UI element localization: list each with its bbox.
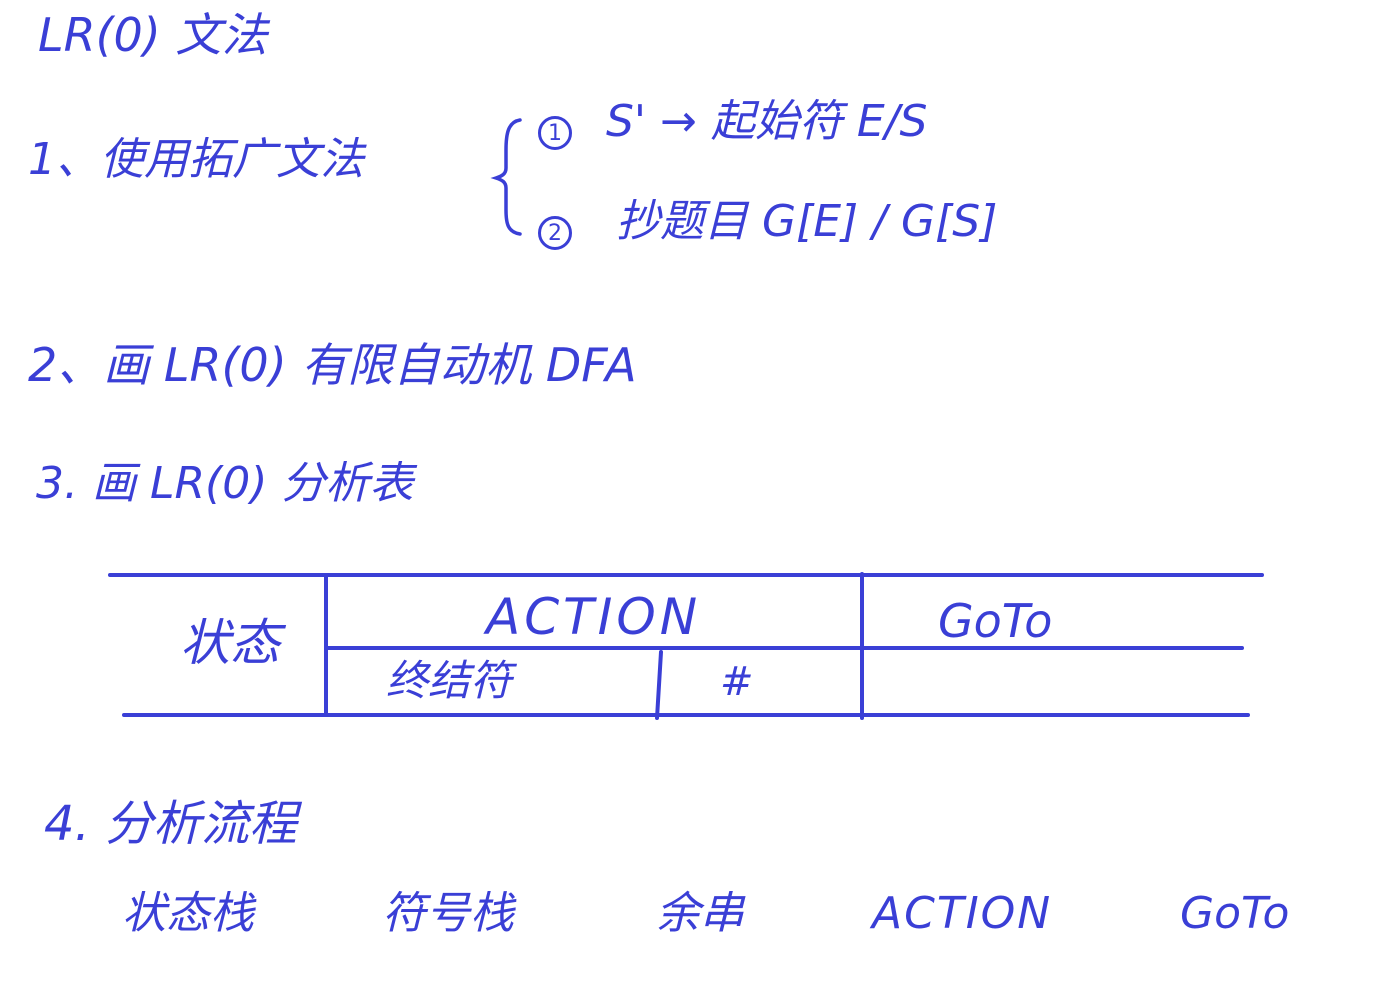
table-header-hash: # xyxy=(720,659,754,705)
circled-number-2: 2 xyxy=(538,216,572,250)
table-header-goto: GoTo xyxy=(938,594,1053,648)
step-1-text: 1、使用拓广文法 xyxy=(28,134,364,185)
page-title: LR(0) 文法 xyxy=(38,8,268,62)
flow-column-symbol-stack: 符号栈 xyxy=(382,888,514,939)
step-4-text: 4. 分析流程 xyxy=(44,796,298,852)
step-2-text: 2、画 LR(0) 有限自动机 DFA xyxy=(28,338,637,392)
curly-brace-icon xyxy=(490,118,522,236)
table-header-terminal: 终结符 xyxy=(386,656,513,705)
step-3-text: 3. 画 LR(0) 分析表 xyxy=(36,458,414,509)
flow-column-action: ACTION xyxy=(872,888,1053,939)
flow-column-goto: GoTo xyxy=(1180,888,1290,939)
step-1-sub-2-text: 抄题目 G[E] / G[S] xyxy=(616,196,998,247)
table-header-state: 状态 xyxy=(180,614,280,672)
step-1-sub-1-text: S' → 起始符 E/S xyxy=(606,96,928,147)
table-header-action: ACTION xyxy=(486,588,702,646)
circled-number-1: 1 xyxy=(538,116,572,150)
flow-column-state-stack: 状态栈 xyxy=(122,888,254,939)
flow-column-remaining-input: 余串 xyxy=(656,888,744,939)
